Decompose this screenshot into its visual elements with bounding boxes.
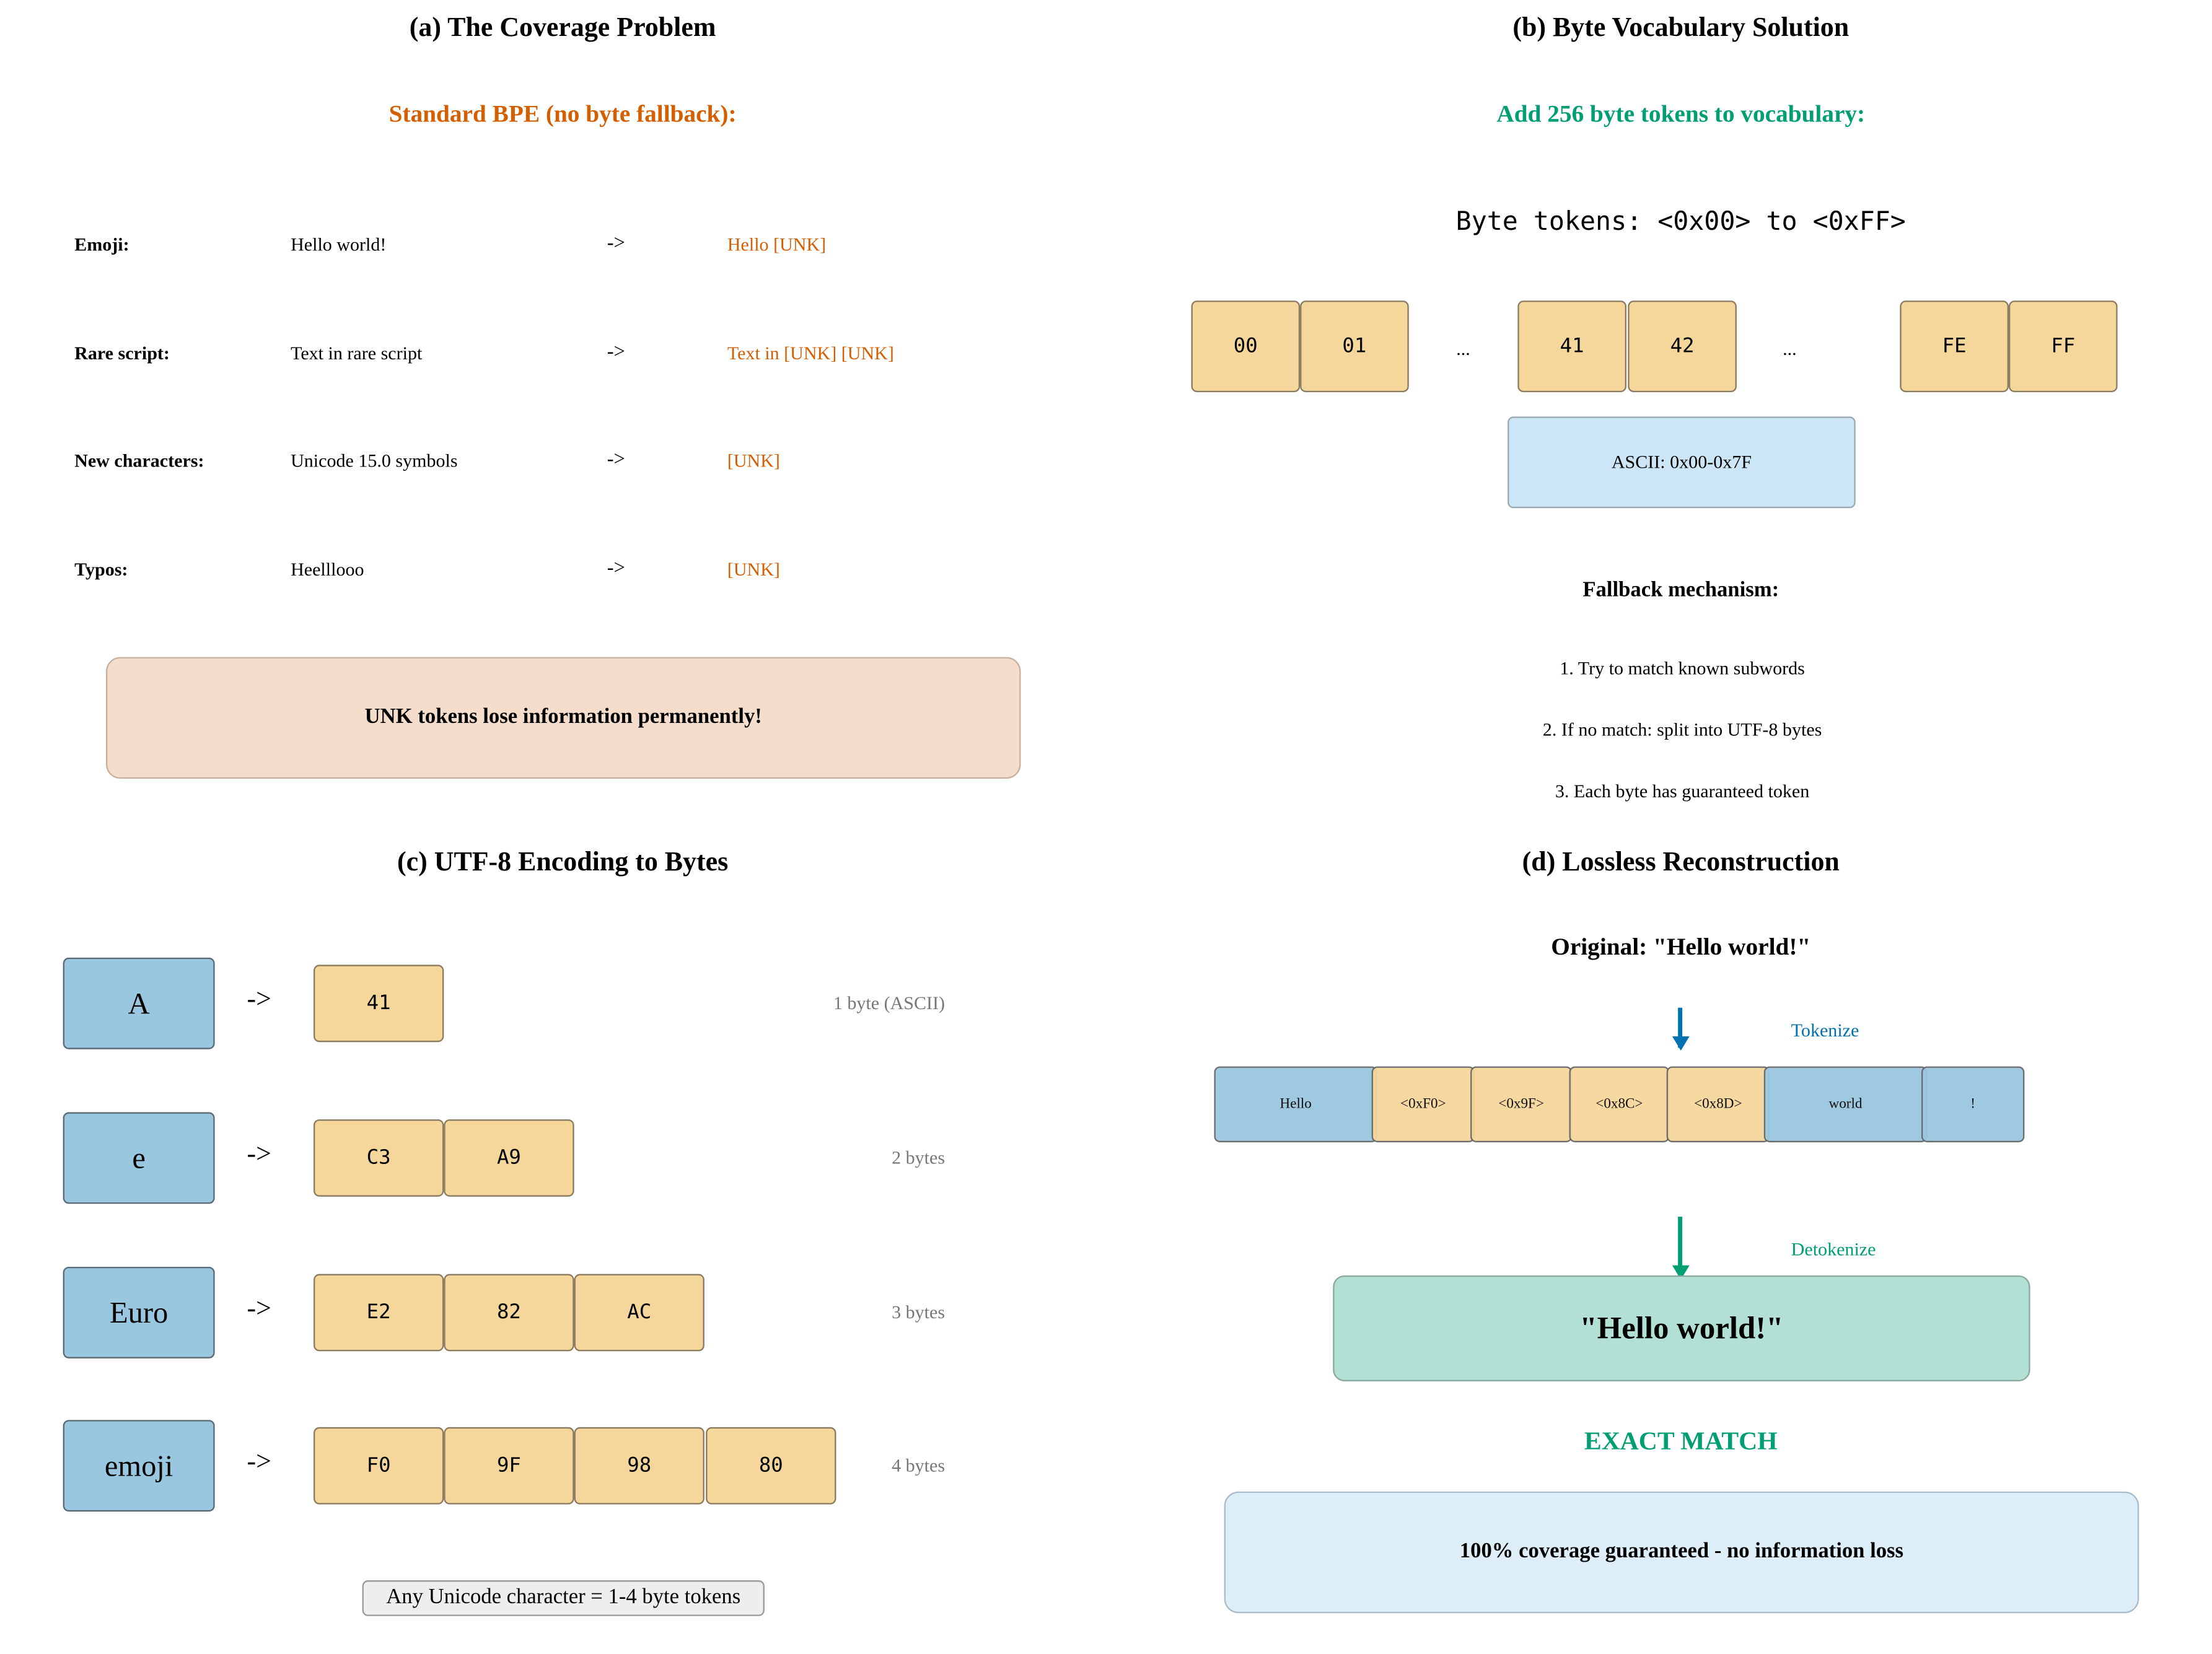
- row-label: New characters:: [74, 449, 204, 471]
- arrow-text: ->: [607, 342, 625, 364]
- byte-token-box: 41: [1517, 300, 1626, 393]
- byte-box: 82: [444, 1274, 574, 1352]
- row-label: Typos:: [74, 558, 128, 580]
- arrow-text: ->: [607, 449, 625, 471]
- reconstructed-text-box: "Hello world!": [1333, 1275, 2030, 1381]
- ellipsis: ...: [1456, 338, 1470, 359]
- token-box: <0xF0>: [1371, 1066, 1475, 1142]
- byte-token-box: FE: [1900, 300, 2009, 393]
- token-box: Hello: [1214, 1066, 1377, 1142]
- byte-box: 9F: [444, 1427, 574, 1505]
- ascii-range-box: ASCII: 0x00-0x7F: [1508, 416, 1856, 509]
- arrow-text: ->: [247, 984, 271, 1015]
- row-input: Heelllooo: [291, 558, 364, 580]
- byte-box: C3: [314, 1119, 444, 1197]
- fallback-title: Fallback mechanism:: [1582, 579, 1780, 602]
- arrow-text: ->: [247, 1447, 271, 1477]
- detokenize-label: Detokenize: [1791, 1238, 1876, 1260]
- byte-token-box: 00: [1191, 300, 1301, 393]
- panel-a-title: (a) The Coverage Problem: [409, 12, 716, 43]
- fallback-step: 3. Each byte has guaranteed token: [1555, 780, 1810, 802]
- panel-b-title: (b) Byte Vocabulary Solution: [1512, 12, 1850, 43]
- unk-warning-box: UNK tokens lose information permanently!: [105, 657, 1021, 779]
- token-box: <0x8C>: [1569, 1066, 1670, 1142]
- byte-token-box: FF: [2008, 300, 2118, 393]
- byte-box: AC: [574, 1274, 704, 1352]
- character-box: e: [63, 1112, 215, 1204]
- row-output: [UNK]: [727, 558, 780, 580]
- ellipsis: ...: [1783, 338, 1797, 359]
- arrow-text: ->: [247, 1139, 271, 1170]
- byte-box: F0: [314, 1427, 444, 1505]
- detokenize-arrow-icon: [1671, 1217, 1689, 1280]
- fallback-step: 1. Try to match known subwords: [1560, 657, 1805, 679]
- tokenize-arrow-icon: [1671, 1007, 1689, 1051]
- character-box: Euro: [63, 1266, 215, 1359]
- token-box: <0x8D>: [1666, 1066, 1770, 1142]
- byte-token-box: 01: [1300, 300, 1409, 393]
- row-input: Unicode 15.0 symbols: [291, 449, 458, 471]
- byte-count-note: 2 bytes: [892, 1146, 946, 1168]
- token-box: !: [1921, 1066, 2025, 1142]
- panel-b-subtitle: Add 256 byte tokens to vocabulary:: [1496, 100, 1866, 128]
- byte-box: 41: [314, 965, 444, 1043]
- byte-box: E2: [314, 1274, 444, 1352]
- byte-box: 98: [574, 1427, 704, 1505]
- token-box: world: [1763, 1066, 1928, 1142]
- original-text: Original: "Hello world!": [1551, 933, 1811, 961]
- byte-count-note: 3 bytes: [892, 1301, 946, 1323]
- arrow-text: ->: [607, 558, 625, 580]
- row-output: Text in [UNK] [UNK]: [727, 342, 894, 364]
- row-output: Hello [UNK]: [727, 233, 827, 255]
- character-box: A: [63, 957, 215, 1049]
- arrow-text: ->: [607, 233, 625, 255]
- byte-token-box: 42: [1628, 300, 1737, 393]
- row-input: Hello world!: [291, 233, 387, 255]
- token-box: <0x9F>: [1470, 1066, 1573, 1142]
- exact-match-label: EXACT MATCH: [1584, 1426, 1778, 1455]
- byte-count-note: 1 byte (ASCII): [833, 992, 946, 1013]
- panel-a-subtitle: Standard BPE (no byte fallback):: [388, 100, 737, 128]
- arrow-text: ->: [247, 1293, 271, 1324]
- character-box: emoji: [63, 1420, 215, 1512]
- row-label: Emoji:: [74, 233, 129, 255]
- fallback-step: 2. If no match: split into UTF-8 bytes: [1542, 718, 1822, 740]
- byte-range-text: Byte tokens: <0x00> to <0xFF>: [1455, 206, 1906, 237]
- panel-d-title: (d) Lossless Reconstruction: [1522, 847, 1840, 878]
- tokenize-label: Tokenize: [1791, 1019, 1859, 1041]
- utf8-summary-box: Any Unicode character = 1-4 byte tokens: [362, 1580, 765, 1616]
- byte-count-note: 4 bytes: [892, 1454, 946, 1476]
- row-label: Rare script:: [74, 342, 170, 364]
- row-output: [UNK]: [727, 449, 780, 471]
- byte-box: A9: [444, 1119, 574, 1197]
- coverage-guarantee-box: 100% coverage guaranteed - no informatio…: [1224, 1491, 2140, 1614]
- panel-c-title: (c) UTF-8 Encoding to Bytes: [397, 847, 729, 878]
- byte-box: 80: [706, 1427, 836, 1505]
- row-input: Text in rare script: [291, 342, 423, 364]
